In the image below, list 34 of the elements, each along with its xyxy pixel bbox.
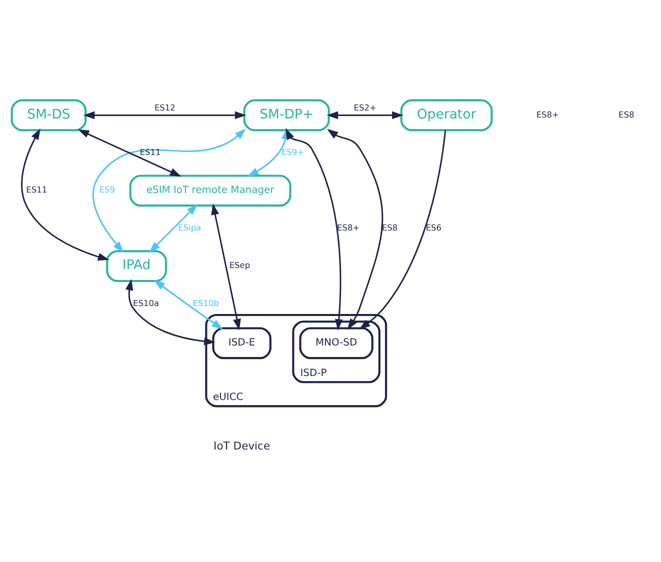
arrow (154, 280, 224, 330)
edge-label: ES10a (133, 298, 160, 308)
arrow (92, 128, 246, 253)
arrow (326, 111, 404, 120)
edge-label: ES9 (99, 184, 115, 195)
node-box: SM-DS (10, 99, 87, 132)
node-box: eSIM IoT remote Manager (129, 174, 292, 207)
edge-label: ES6 (426, 222, 442, 232)
edge-label: ES8+ (336, 222, 360, 232)
arrow (21, 128, 110, 261)
edge-label: ES2+ (354, 102, 376, 112)
node-label: IoT Device (214, 440, 270, 453)
edge-label: ESep (229, 260, 250, 270)
label: ES8 (618, 109, 634, 120)
node-box: SM-DP+ (243, 99, 330, 132)
node-box: IPAd (106, 250, 167, 282)
node-box: Operator (400, 99, 493, 132)
arrow (327, 128, 384, 330)
arrow (359, 130, 446, 330)
arrow (211, 203, 241, 330)
edge-label: ES9+ (281, 147, 304, 158)
label: ES8+ (536, 109, 559, 120)
arrow (78, 129, 182, 177)
arrow (83, 111, 246, 120)
node-box: ISD-E (212, 327, 272, 360)
edge-label: ES11 (26, 184, 48, 195)
arrow (149, 204, 198, 253)
edge-label: ESipa (178, 222, 202, 232)
arrow (286, 128, 343, 330)
edge-label: ES8 (382, 222, 398, 232)
node-box: MNO-SD (299, 327, 374, 360)
edge-label: ES12 (154, 102, 176, 112)
edge-label: ES10b (192, 298, 219, 308)
arrow (125, 279, 216, 346)
